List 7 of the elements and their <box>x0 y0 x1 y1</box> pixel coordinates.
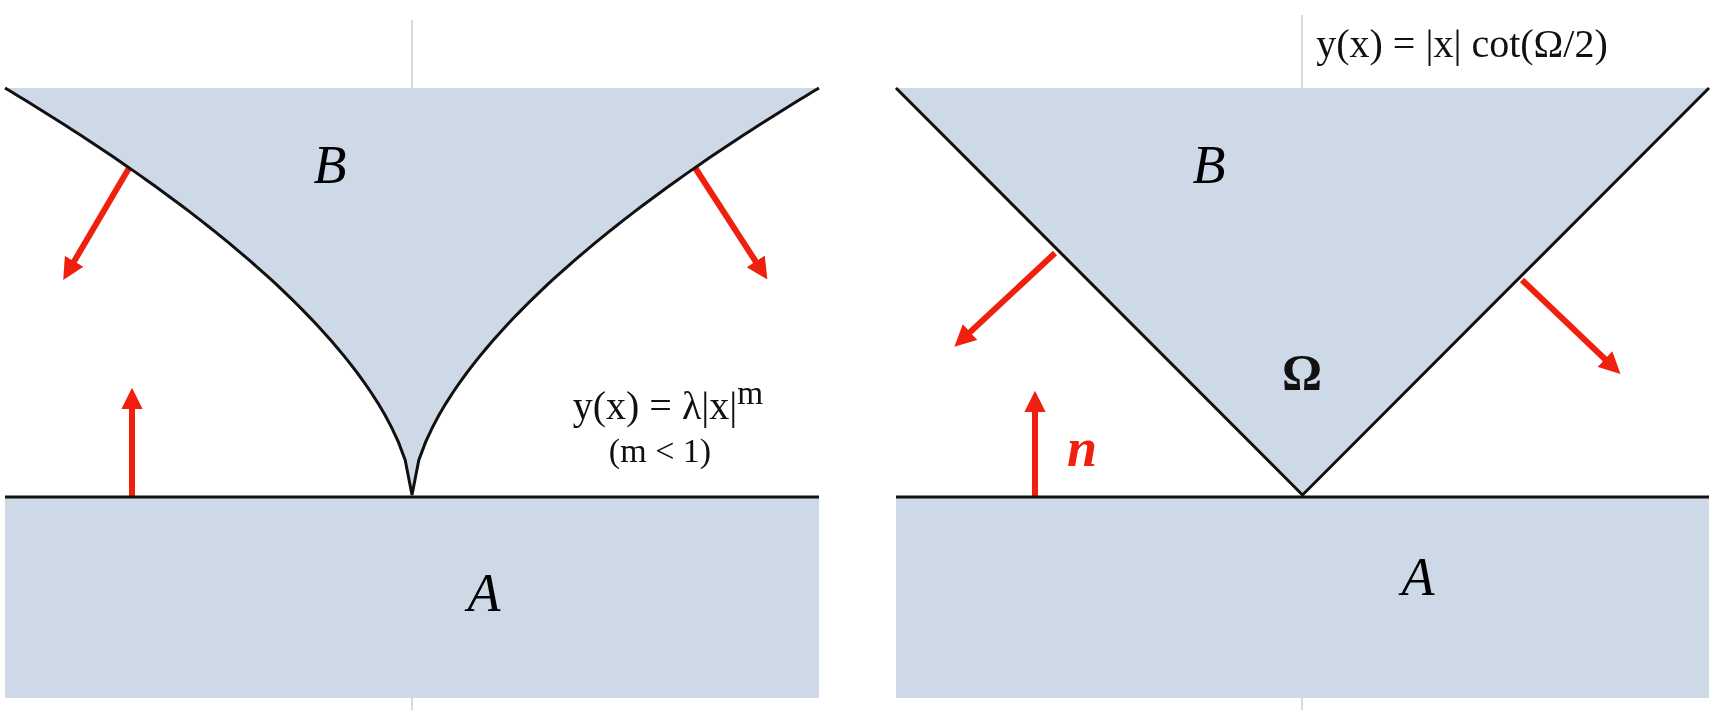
angle-symbol: Ω <box>1282 347 1322 397</box>
formula: y(x) = λ|x|$^{m}$ <box>572 376 764 426</box>
region-label: B <box>1192 138 1226 192</box>
region-label: B <box>313 138 347 192</box>
condition-text: (m < 1) <box>608 434 712 468</box>
formula: y(x) = |x| cot(Ω/2) <box>1316 24 1608 64</box>
normal-vector-label: n <box>1067 421 1097 475</box>
